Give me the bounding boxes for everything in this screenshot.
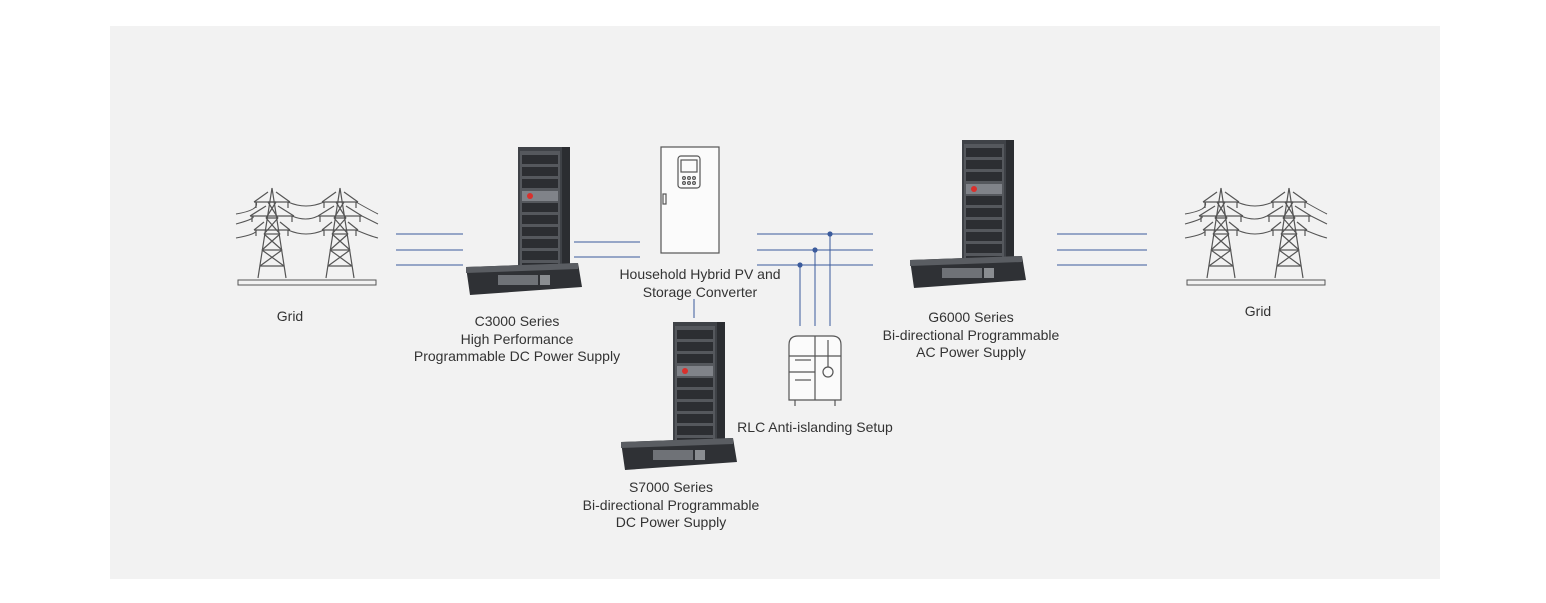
g6000-label-line-3: AC Power Supply: [916, 344, 1026, 360]
grid-right-label: Grid: [1244, 303, 1272, 319]
converter-cabinet-icon: [660, 146, 720, 254]
g6000-label-line-1: G6000 Series: [928, 309, 1014, 325]
rlc-label: RLC Anti-islanding Setup: [737, 419, 893, 435]
s7000-label: S7000 Series Bi-directional Programmable…: [556, 479, 786, 532]
connector-c3000-converter: [574, 241, 640, 258]
s7000-rack-icon: [621, 322, 737, 470]
s7000-label-line-2: Bi-directional Programmable: [582, 496, 760, 513]
g6000-label-line-2: Bi-directional Programmable: [882, 326, 1060, 343]
diagram-panel: [110, 26, 1440, 579]
connector-nodes: [797, 231, 833, 268]
c3000-label-line-1: C3000 Series: [474, 313, 560, 329]
c3000-label: C3000 Series High Performance Programmab…: [397, 313, 637, 366]
s7000-label-line-1: S7000 Series: [628, 479, 714, 495]
c3000-rack-icon: [466, 147, 582, 295]
g6000-rack-icon: [910, 140, 1026, 288]
grid-right-icon: [1184, 187, 1328, 286]
converter-label: Household Hybrid PV and Storage Converte…: [590, 266, 810, 301]
s7000-label-line-3: DC Power Supply: [615, 514, 727, 530]
connector-g6000-grid: [1057, 233, 1147, 266]
c3000-label-line-3: Programmable DC Power Supply: [413, 348, 621, 364]
rlc-cabinet-icon: [788, 335, 842, 406]
connector-grid-c3000: [396, 233, 463, 266]
g6000-label: G6000 Series Bi-directional Programmable…: [856, 309, 1086, 362]
c3000-label-line-2: High Performance: [460, 330, 574, 347]
grid-left-icon: [235, 187, 379, 286]
converter-label-line-1: Household Hybrid PV and: [619, 266, 781, 282]
grid-left-label: Grid: [277, 308, 303, 324]
converter-label-line-2: Storage Converter: [642, 283, 758, 300]
